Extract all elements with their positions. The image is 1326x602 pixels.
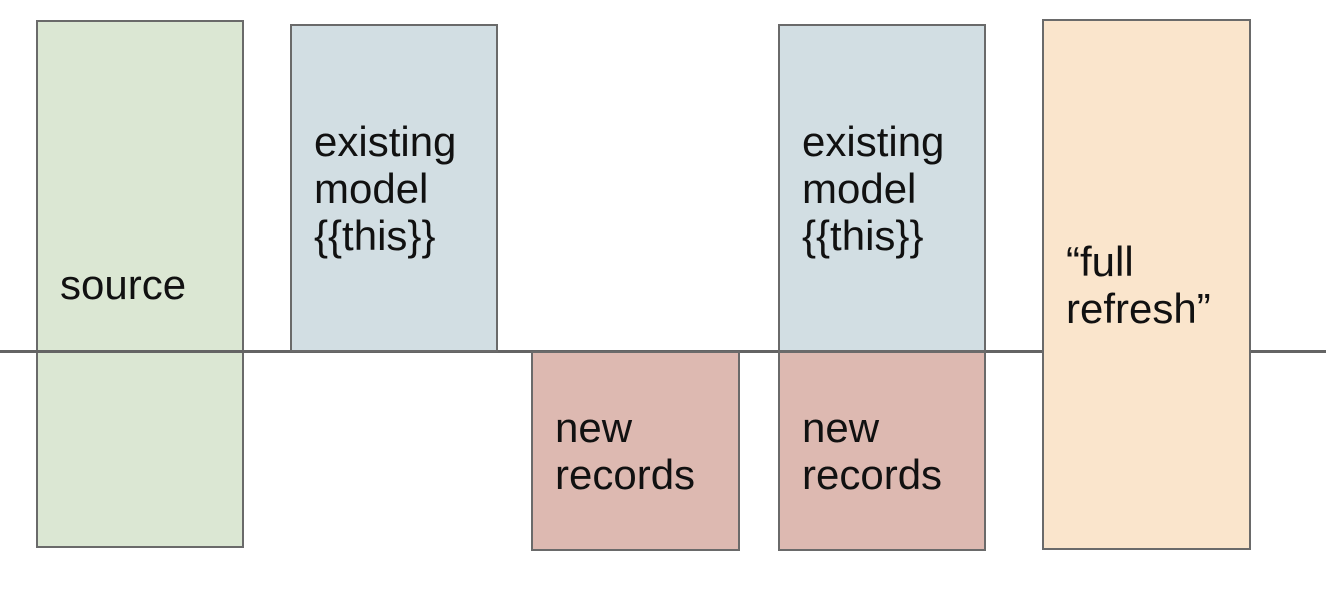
existing-model-box-2: existing model {{this}} [778,24,986,352]
source-box: source [36,20,244,548]
full-refresh-box-label: “full refresh” [1066,237,1211,332]
existing-model-box-2-label: existing model {{this}} [802,117,945,259]
new-records-box-2: new records [778,351,986,551]
existing-model-box-1: existing model {{this}} [290,24,498,352]
new-records-box-1-label: new records [555,404,696,498]
new-records-box-1: new records [531,351,740,551]
existing-model-box-1-label: existing model {{this}} [314,117,457,259]
full-refresh-box: “full refresh” [1042,19,1251,550]
new-records-box-2-label: new records [802,404,943,498]
source-box-label: source [60,260,187,308]
